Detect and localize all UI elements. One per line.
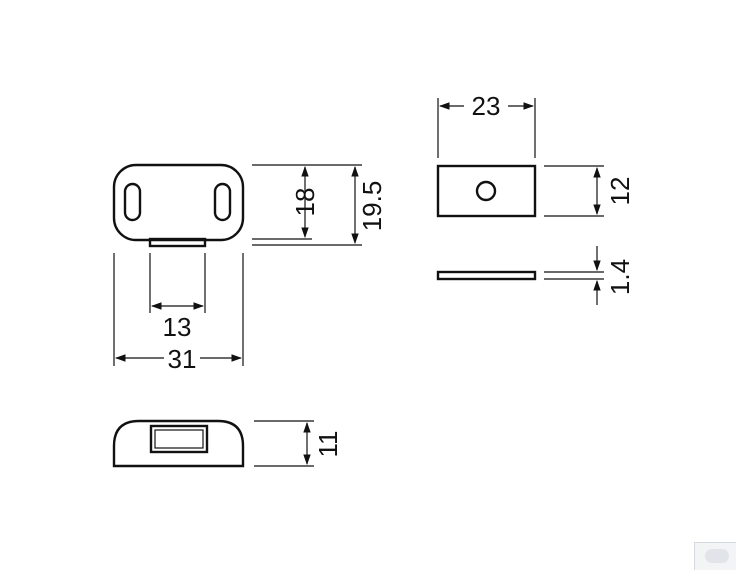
magnet-tab	[148, 237, 207, 248]
plate-side-outline	[436, 270, 537, 281]
dim-plate-width: 23	[472, 91, 501, 121]
side-view	[112, 419, 245, 468]
dim-front-width: 31	[168, 344, 197, 374]
plate-outline	[436, 164, 537, 218]
dim-front-height-inner: 18	[290, 188, 320, 217]
dim-side-height: 11	[313, 431, 343, 458]
catch-body-outline	[112, 163, 245, 242]
mounting-slot-left	[123, 182, 142, 222]
dim-front-height-outer: 19.5	[357, 181, 387, 232]
strike-plate-side-view	[436, 270, 537, 281]
side-body-outline	[112, 419, 245, 468]
plate-center-hole	[475, 180, 497, 202]
mounting-slot-right	[213, 182, 232, 222]
front-height-dimensions: 18 19.5	[252, 164, 387, 246]
front-view	[112, 163, 245, 248]
dim-plate-height: 12	[605, 177, 635, 206]
plate-height-dimension: 12	[544, 165, 635, 217]
side-magnet-housing	[149, 424, 209, 454]
strike-plate-view	[436, 164, 537, 218]
cloud-icon[interactable]	[694, 542, 736, 570]
plate-width-dimension: 23	[437, 91, 536, 158]
side-magnet-core	[154, 429, 204, 449]
dim-hole-spacing: 13	[163, 312, 192, 342]
front-width-dimensions: 13 31	[113, 253, 244, 374]
dim-plate-thickness: 1.4	[605, 259, 635, 295]
side-height-dimension: 11	[254, 420, 343, 467]
plate-thickness-dimension: 1.4	[544, 246, 635, 305]
